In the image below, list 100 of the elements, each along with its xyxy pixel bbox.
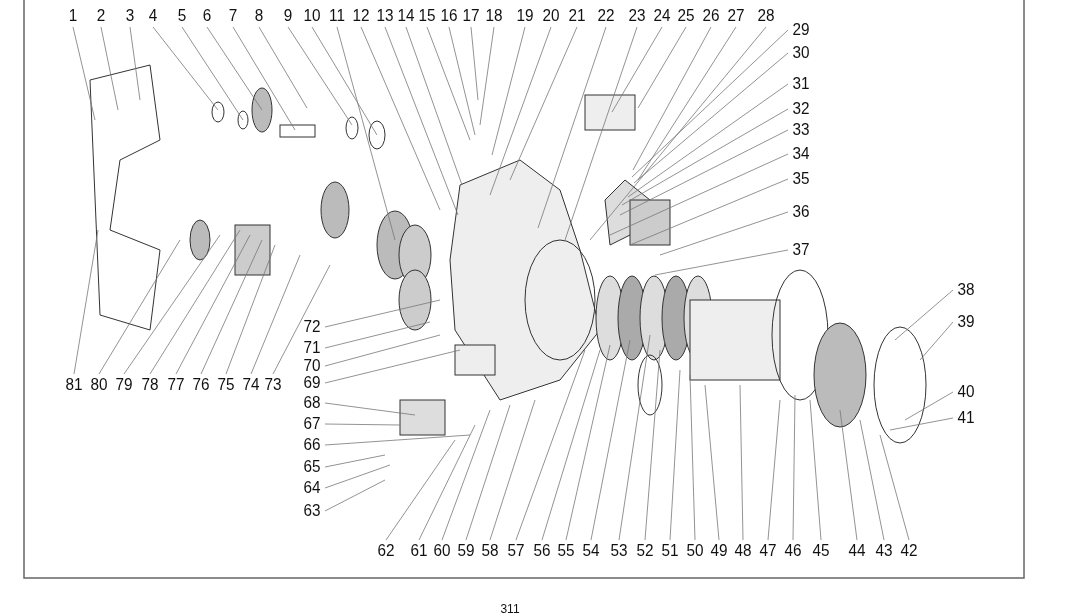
leader-line bbox=[324, 402, 416, 416]
leader-line bbox=[631, 29, 789, 178]
callout-number: 42 bbox=[900, 542, 918, 560]
leader-line bbox=[272, 264, 331, 375]
leader-line bbox=[324, 454, 386, 468]
leader-line bbox=[324, 321, 431, 349]
callout-number: 49 bbox=[710, 542, 728, 560]
callout-number: 61 bbox=[410, 542, 428, 560]
leader-line bbox=[418, 424, 476, 541]
callout-number: 16 bbox=[440, 7, 458, 25]
leader-line bbox=[206, 26, 263, 111]
leader-line bbox=[360, 26, 441, 211]
leader-line bbox=[287, 26, 353, 126]
leader-line bbox=[324, 434, 471, 446]
callout-number: 68 bbox=[303, 394, 321, 412]
callout-number: 4 bbox=[148, 7, 158, 25]
callout-number: 52 bbox=[636, 542, 654, 560]
callout-number: 23 bbox=[628, 7, 646, 25]
leader-line bbox=[889, 417, 954, 431]
leader-line bbox=[879, 434, 910, 541]
callout-number: 15 bbox=[418, 7, 436, 25]
leader-line bbox=[689, 374, 696, 541]
leader-line bbox=[258, 26, 308, 109]
leader-line bbox=[72, 26, 96, 121]
leader-line bbox=[564, 26, 638, 241]
callout-number: 17 bbox=[462, 7, 480, 25]
callout-number: 5 bbox=[177, 7, 187, 25]
callout-number: 72 bbox=[303, 318, 321, 336]
leader-line bbox=[405, 26, 463, 186]
callout-number: 25 bbox=[677, 7, 695, 25]
callout-number: 29 bbox=[792, 21, 810, 39]
callout-number: 46 bbox=[784, 542, 802, 560]
leader-line bbox=[465, 404, 511, 541]
callout-number: 67 bbox=[303, 415, 321, 433]
callout-number: 28 bbox=[757, 7, 775, 25]
callout-number: 45 bbox=[812, 542, 830, 560]
leader-line bbox=[839, 409, 858, 541]
callout-number: 50 bbox=[686, 542, 704, 560]
leader-line bbox=[589, 26, 767, 241]
leader-line bbox=[654, 249, 789, 276]
leader-line bbox=[129, 26, 141, 101]
leader-line bbox=[704, 384, 720, 541]
leader-line bbox=[470, 26, 479, 101]
callout-number: 69 bbox=[303, 374, 321, 392]
callout-number: 32 bbox=[792, 100, 810, 118]
callout-number: 38 bbox=[957, 281, 975, 299]
callout-number: 71 bbox=[303, 339, 321, 357]
callout-number: 14 bbox=[397, 7, 415, 25]
callout-number: 80 bbox=[90, 376, 108, 394]
leader-line bbox=[175, 234, 251, 375]
leader-line bbox=[73, 229, 99, 375]
callout-number: 13 bbox=[376, 7, 394, 25]
leader-line bbox=[149, 229, 241, 375]
leader-line bbox=[632, 26, 712, 171]
leader-line bbox=[644, 349, 661, 541]
leader-line bbox=[491, 26, 526, 156]
callout-number: 10 bbox=[303, 7, 321, 25]
callout-number: 59 bbox=[457, 542, 475, 560]
callout-number: 39 bbox=[957, 313, 975, 331]
leader-line bbox=[324, 464, 391, 489]
callout-number: 31 bbox=[792, 75, 810, 93]
callout-number: 66 bbox=[303, 436, 321, 454]
leader-line bbox=[385, 439, 456, 541]
leader-line bbox=[627, 83, 789, 198]
leader-line bbox=[123, 234, 221, 375]
callout-number: 7 bbox=[228, 7, 238, 25]
leader-line bbox=[590, 339, 631, 541]
callout-number: 36 bbox=[792, 203, 810, 221]
leader-line bbox=[232, 26, 296, 131]
callout-number: 41 bbox=[957, 409, 975, 427]
leader-line bbox=[904, 391, 954, 421]
callout-number: 22 bbox=[597, 7, 615, 25]
callout-number: 35 bbox=[792, 170, 810, 188]
callout-number: 78 bbox=[141, 376, 159, 394]
leader-line bbox=[324, 334, 441, 367]
leader-line bbox=[448, 26, 476, 136]
leader-line bbox=[250, 254, 301, 375]
callout-number: 70 bbox=[303, 357, 321, 375]
callout-number: 20 bbox=[542, 7, 560, 25]
leader-line bbox=[894, 289, 954, 341]
callout-number: 55 bbox=[557, 542, 575, 560]
leader-line bbox=[441, 409, 491, 541]
callout-number: 76 bbox=[192, 376, 210, 394]
leader-line bbox=[629, 178, 789, 246]
leader-line bbox=[537, 26, 607, 229]
leader-line bbox=[384, 26, 459, 216]
callout-number: 58 bbox=[481, 542, 499, 560]
leader-line bbox=[479, 26, 495, 126]
leader-line bbox=[859, 419, 885, 541]
leader-line bbox=[637, 26, 687, 109]
leader-line bbox=[324, 299, 441, 328]
callout-number: 74 bbox=[242, 376, 260, 394]
callout-number: 73 bbox=[264, 376, 282, 394]
leader-line bbox=[426, 26, 471, 141]
callout-number: 9 bbox=[283, 7, 293, 25]
leader-line bbox=[619, 129, 789, 216]
callout-number: 1 bbox=[68, 7, 78, 25]
leader-line bbox=[100, 26, 119, 111]
leader-line bbox=[98, 239, 181, 375]
callout-number: 65 bbox=[303, 458, 321, 476]
